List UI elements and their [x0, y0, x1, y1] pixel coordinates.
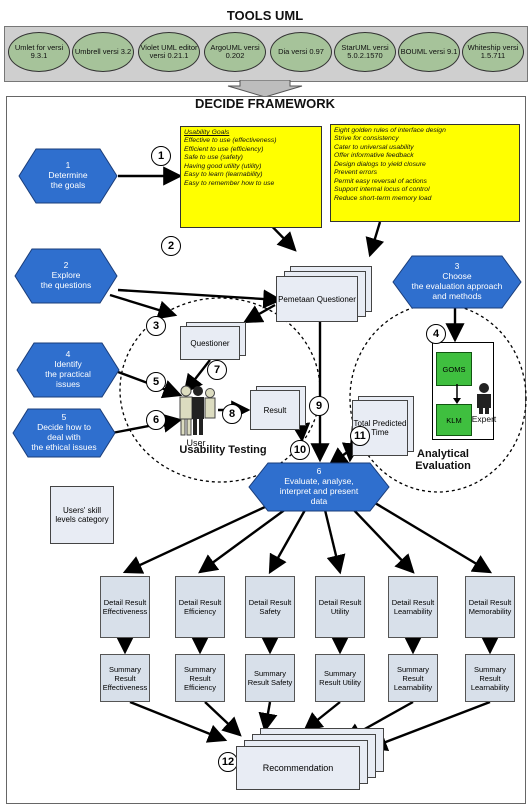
tool-item: StarUML versi 5.0.2.1570 [334, 32, 396, 72]
usability-goal-item: Effective to use (effectiveness) [184, 137, 277, 145]
skill-level-doc: Users' skill levels category [50, 486, 114, 544]
usability-goals-title: Usability Goals [184, 129, 230, 136]
golden-rule-item: Cater to universal usability [334, 143, 414, 151]
golden-rule-item: Support internal locus of control [334, 186, 430, 194]
step-2-hexagon: 2 Explore the questions [14, 248, 118, 304]
golden-rule-item: Design dialogs to yield closure [334, 160, 426, 168]
circle-number-9: 9 [309, 396, 329, 416]
step-6-hexagon: 6 Evaluate, analyse, interpret and prese… [248, 462, 390, 512]
circle-number-11: 11 [350, 426, 370, 446]
golden-rules-box: Eight golden rules of interface design S… [330, 124, 520, 222]
tool-item: Dia versi 0.97 [270, 32, 332, 72]
usability-goal-item: Having good utility (utility) [184, 162, 262, 170]
user-icon [179, 385, 216, 436]
tool-item: BOUML versi 9.1 [398, 32, 460, 72]
circle-number-1: 1 [151, 146, 171, 166]
golden-rule-item: Permit easy reversal of actions [334, 177, 427, 185]
expert-icon [477, 383, 491, 414]
step-4-number: 4 [65, 349, 71, 360]
tool-item: ArgoUML versi 0.202 [204, 32, 266, 72]
golden-rule-item: Reduce short-term memory load [334, 194, 432, 202]
step-6-number: 6 [316, 466, 322, 477]
summary-result: Summary Result Learnability [388, 654, 438, 702]
pemetaan-questioner-doc: Pemetaan Questioner [276, 276, 358, 322]
step-3-line2: the evaluation approach [411, 281, 503, 291]
circle-number-3: 3 [146, 316, 166, 336]
step-5-hexagon: 5 Decide how to deal with the ethical is… [12, 408, 116, 458]
tool-item: Violet UML editor versi 0.21.1 [138, 32, 200, 72]
golden-rule-item: Strive for consistency [334, 135, 399, 143]
down-arrow-icon [227, 80, 303, 98]
step-5-line2: deal with [47, 432, 81, 442]
step-1-line1: Determine [48, 170, 88, 181]
circle-number-12: 12 [218, 752, 238, 772]
step-3-hexagon: 3 Choose the evaluation approach and met… [392, 255, 522, 309]
analytical-evaluation-label: Analytical Evaluation [415, 448, 471, 472]
detail-result: Detail Result Effectiveness [100, 576, 150, 638]
step-1-hexagon: 1 Determine the goals [18, 148, 118, 204]
golden-rules-title: Eight golden rules of interface design [334, 127, 446, 134]
detail-result: Detail Result Memorability [465, 576, 515, 638]
circle-number-7: 7 [207, 360, 227, 380]
circle-number-10: 10 [290, 440, 310, 460]
step-2-number: 2 [63, 260, 69, 271]
tool-item: Whiteship versi 1.5.711 [462, 32, 524, 72]
summary-result: Summary Result Utility [315, 654, 365, 702]
tool-item: Umbrell versi 3.2 [72, 32, 134, 72]
usability-goal-item: Safe to use (safety) [184, 154, 243, 162]
step-4-hexagon: 4 Identify the practical issues [16, 342, 120, 398]
usability-goals-box: Usability Goals Effective to use (effect… [180, 126, 322, 228]
step-6-line2: interpret and present [279, 486, 359, 496]
summary-result: Summary Result Safety [245, 654, 295, 702]
step-4-line3: issues [55, 378, 81, 389]
circle-number-5: 5 [146, 372, 166, 392]
usability-goals-list: Effective to use (effectiveness)Efficien… [184, 137, 318, 188]
step-5-line1: Decide how to [37, 422, 91, 433]
circle-number-4: 4 [426, 324, 446, 344]
tool-item: Umlet for versi 9.3.1 [8, 32, 70, 72]
circle-number-8: 8 [222, 404, 242, 424]
detail-result: Detail Result Efficiency [175, 576, 225, 638]
step-1-number: 1 [65, 160, 71, 171]
step-3-line1: Choose [442, 271, 472, 282]
usability-testing-label: Usability Testing [179, 444, 267, 456]
step-5-line3: the ethical issues [31, 441, 97, 452]
framework-title: DECIDE FRAMEWORK [194, 96, 336, 111]
step-6-line3: data [310, 495, 328, 506]
detail-result: Detail Result Safety [245, 576, 295, 638]
step-3-line3: and methods [432, 290, 482, 301]
detail-result: Detail Result Learnability [388, 576, 438, 638]
step-3-number: 3 [454, 261, 460, 272]
expert-label: Expert [471, 414, 497, 424]
goms-box: GOMS [436, 352, 472, 386]
step-4-line1: Identify [54, 359, 82, 370]
usability-goal-item: Easy to learn (learnability) [184, 171, 263, 179]
step-5-number: 5 [61, 412, 67, 423]
summary-result: Summary Result Efficiency [175, 654, 225, 702]
circle-number-6: 6 [146, 410, 166, 430]
klm-box: KLM [436, 404, 472, 436]
summary-result: Summary Result Effectiveness [100, 654, 150, 702]
questioner-doc: Questioner [180, 326, 240, 360]
user-label: User [186, 438, 206, 448]
circle-number-2: 2 [161, 236, 181, 256]
recommendation-doc: Recommendation [236, 746, 360, 790]
golden-rule-item: Prevent errors [334, 169, 378, 177]
step-2-line1: Explore [51, 270, 81, 281]
step-1-line2: the goals [50, 179, 86, 190]
golden-rule-item: Offer informative feedback [334, 152, 414, 160]
usability-goal-item: Efficient to use (efficiency) [184, 145, 264, 153]
usability-goal-item: Easy to remember how to use [184, 179, 275, 187]
step-2-line2: the questions [40, 279, 92, 290]
step-4-line2: the practical [45, 369, 91, 379]
step-6-line1: Evaluate, analyse, [284, 476, 354, 487]
result-doc: Result [250, 390, 300, 430]
tools-title: TOOLS UML [226, 8, 304, 23]
summary-result: Summary Result Learnability [465, 654, 515, 702]
goms-to-klm-arrow [453, 384, 461, 404]
detail-result: Detail Result Utility [315, 576, 365, 638]
